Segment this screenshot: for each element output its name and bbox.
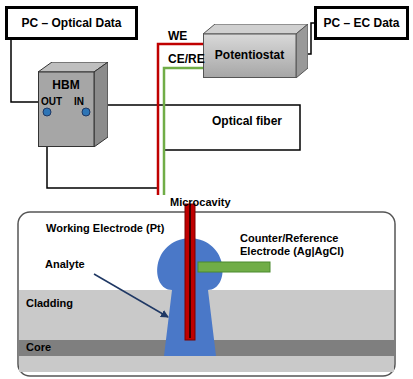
we-wire [158, 44, 203, 195]
optical-fiber [108, 105, 300, 150]
part-name: Counter/Reference Electrode (Ag|AgCl) [240, 232, 362, 258]
part-name: Microcavity [170, 196, 231, 209]
potentiostat-box: Potentiostat [203, 24, 308, 78]
working-electrode [185, 204, 195, 340]
pc-box: PC – EC Data [314, 6, 409, 40]
node-title: PC – Optical Data [21, 16, 121, 30]
port-label: IN [74, 96, 84, 107]
part-name: Optical fiber [212, 115, 282, 128]
node-title: Potentiostat [203, 48, 296, 62]
signal-name: WE [168, 30, 187, 43]
part-name: Core [26, 341, 51, 354]
node-title: PC – EC Data [323, 16, 399, 30]
inset-frame [18, 212, 395, 376]
hbm-unit: HBM OUT IN [38, 62, 108, 147]
counter-electrode [198, 262, 270, 272]
node-title: HBM [38, 78, 94, 92]
part-name: Cladding [26, 297, 73, 310]
signal-cable [11, 40, 38, 102]
pc-box: PC – Optical Data [5, 6, 138, 40]
analyte-leader [94, 274, 168, 317]
port-label: OUT [41, 96, 62, 107]
signal-name: CE/RE [168, 53, 205, 66]
part-name: Analyte [45, 258, 85, 271]
part-name: Working Electrode (Pt) [46, 222, 164, 235]
ce-re-wire [164, 68, 203, 195]
working-electrode-core [189, 206, 191, 338]
optical-fiber [47, 147, 158, 188]
